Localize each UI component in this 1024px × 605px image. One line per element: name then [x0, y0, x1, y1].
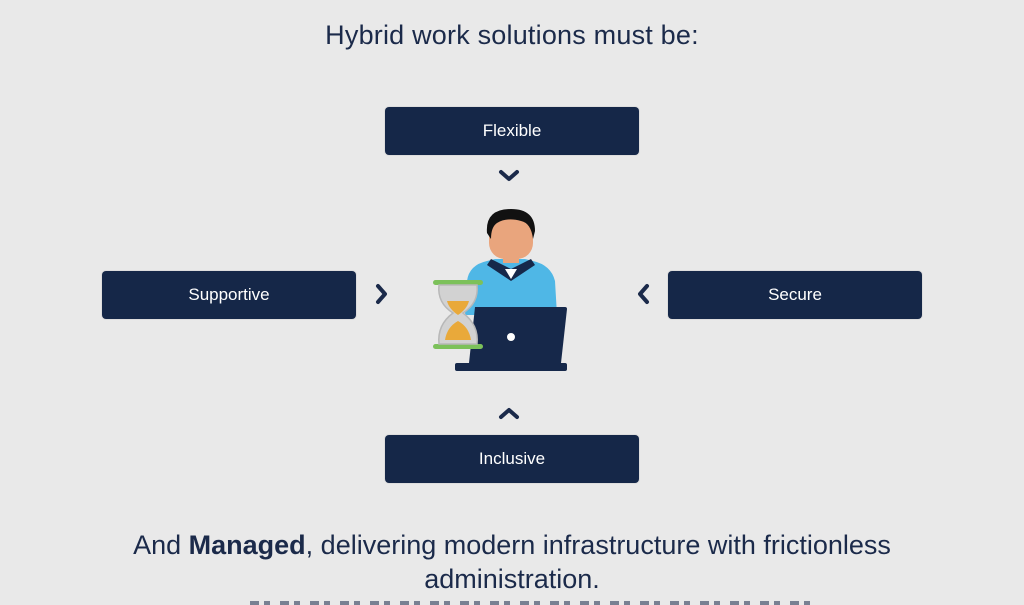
attribute-box-supportive: Supportive: [102, 271, 356, 319]
person-laptop-illustration: [425, 203, 575, 378]
attribute-box-flexible: Flexible: [385, 107, 639, 155]
summary-line-1: And Managed, delivering modern infrastru…: [133, 530, 891, 560]
cut-off-text-line: [0, 598, 1024, 605]
chevron-left-icon: [631, 282, 655, 306]
attribute-box-inclusive: Inclusive: [385, 435, 639, 483]
summary-text: And Managed, delivering modern infrastru…: [0, 528, 1024, 596]
managed-emphasis: Managed: [188, 530, 306, 560]
attribute-box-secure: Secure: [668, 271, 922, 319]
attribute-label: Inclusive: [478, 449, 546, 468]
attribute-label: Secure: [768, 285, 822, 304]
chevron-up-icon: [497, 401, 521, 425]
summary-line-2: administration.: [424, 564, 600, 594]
cut-off-text-fragment: [250, 601, 810, 605]
chevron-down-icon: [497, 164, 521, 188]
attribute-label: Supportive: [188, 285, 270, 304]
attribute-label: Flexible: [482, 121, 542, 140]
chevron-right-icon: [370, 282, 394, 306]
diagram-title: Hybrid work solutions must be:: [325, 20, 699, 50]
